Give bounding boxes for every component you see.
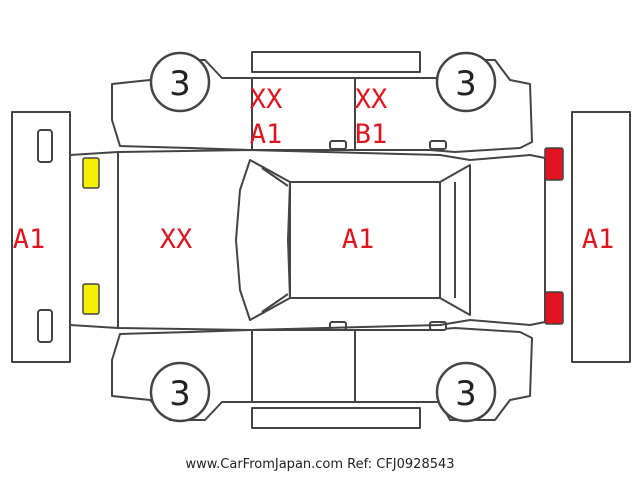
car-top-side	[111, 51, 533, 153]
front-bumper	[11, 111, 71, 363]
mark-front-bumper: A1	[13, 224, 46, 255]
mark-roof: A1	[342, 224, 375, 255]
tire-front-right: 3	[149, 361, 211, 423]
tire-rear-right-label: 3	[455, 374, 477, 414]
mark-front-door-line2: A1	[250, 119, 283, 150]
mark-rear-bumper: A1	[582, 224, 615, 255]
car-body-topview	[69, 149, 546, 331]
rear-bumper	[571, 111, 631, 363]
taillight-right-bottom	[544, 291, 564, 325]
mark-rear-door-line2: B1	[355, 119, 388, 150]
headlight-left-bottom	[82, 283, 100, 315]
taillight-right-top	[544, 147, 564, 181]
tire-front-left-label: 3	[169, 64, 191, 104]
mark-rear-door-line1: XX	[355, 84, 388, 115]
tire-front-right-label: 3	[169, 374, 191, 414]
tire-rear-left-label: 3	[455, 64, 477, 104]
tire-rear-left: 3	[435, 51, 497, 113]
car-bottom-side	[111, 321, 533, 429]
headlight-left-top	[82, 157, 100, 189]
tire-rear-right: 3	[435, 361, 497, 423]
source-caption: www.CarFromJapan.com Ref: CFJ0928543	[185, 457, 455, 472]
tire-front-left: 3	[149, 51, 211, 113]
mark-front-door-line1: XX	[250, 84, 283, 115]
mark-hood: XX	[160, 224, 193, 255]
